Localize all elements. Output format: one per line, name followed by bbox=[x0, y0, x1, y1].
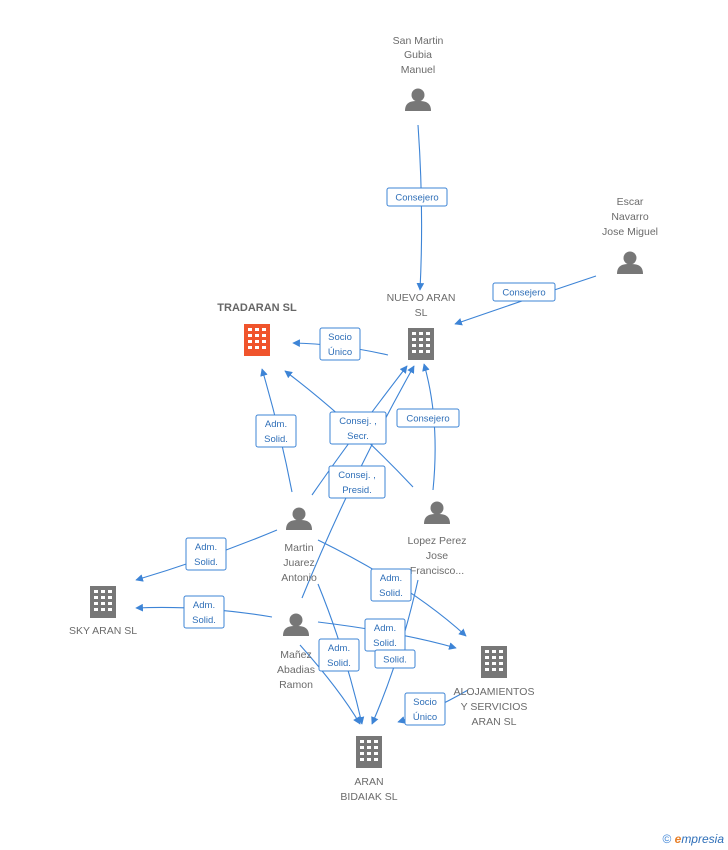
person-icon bbox=[424, 501, 450, 524]
relation-text: Adm. bbox=[374, 623, 396, 634]
brand-name: mpresia bbox=[681, 832, 724, 846]
node-label-line: Francisco... bbox=[410, 565, 464, 577]
node-label-line: Jose bbox=[426, 550, 448, 562]
relation-text: Presid. bbox=[342, 485, 372, 496]
relation-label[interactable]: Adm. Solid. bbox=[255, 414, 297, 448]
relation-text: Secr. bbox=[347, 431, 369, 442]
relation-text: Solid. bbox=[373, 638, 397, 649]
relation-label[interactable]: Consejero bbox=[386, 187, 448, 207]
node-label-line: Navarro bbox=[611, 211, 649, 223]
relation-label[interactable]: Adm. Solid. bbox=[183, 595, 225, 629]
node-label-line: Abadias bbox=[277, 664, 315, 676]
relation-label[interactable]: Adm. Solid. bbox=[364, 618, 406, 652]
brand-logo[interactable]: © empresia bbox=[662, 832, 724, 846]
relation-text: Solid. bbox=[383, 655, 407, 666]
relation-text: Adm. bbox=[265, 419, 287, 430]
relation-text: Adm. bbox=[193, 600, 215, 611]
relation-label[interactable]: Socio Único bbox=[404, 692, 446, 726]
relation-text: Consej. , bbox=[339, 416, 377, 427]
relation-label[interactable]: Consej. , Presid. bbox=[328, 465, 386, 499]
node-label-line: Gubia bbox=[404, 49, 432, 61]
node-manez[interactable]: Mañez Abadias Ramon bbox=[277, 613, 315, 692]
node-label-line: Jose Miguel bbox=[602, 226, 658, 238]
building-icon bbox=[481, 646, 507, 678]
node-label-line: Juarez bbox=[283, 557, 315, 569]
brand-initial: e bbox=[674, 832, 682, 846]
building-icon bbox=[90, 586, 116, 618]
relation-label[interactable]: Solid. bbox=[374, 649, 416, 669]
node-label-line: BIDAIAK SL bbox=[340, 791, 397, 803]
relation-text: Único bbox=[328, 347, 352, 358]
node-escar[interactable]: Escar Navarro Jose Miguel bbox=[602, 196, 658, 274]
node-label-line: SKY ARAN SL bbox=[69, 625, 137, 637]
node-tradaran[interactable]: TRADARAN SL bbox=[217, 302, 297, 356]
relation-text: Solid. bbox=[379, 588, 403, 599]
node-label-line: Lopez Perez bbox=[408, 535, 467, 547]
person-icon bbox=[617, 251, 643, 274]
node-label-line: Escar bbox=[617, 196, 644, 208]
building-icon bbox=[408, 328, 434, 360]
relation-label[interactable]: Consej. , Secr. bbox=[329, 411, 387, 445]
copyright-icon: © bbox=[662, 832, 672, 846]
building-icon bbox=[244, 324, 270, 356]
relation-text: Consejero bbox=[502, 288, 545, 299]
relation-text: Solid. bbox=[192, 615, 216, 626]
node-nuevo-aran[interactable]: NUEVO ARAN SL bbox=[387, 292, 456, 360]
node-label-line: SL bbox=[415, 307, 428, 319]
relation-label[interactable]: Consejero bbox=[396, 408, 460, 428]
relation-text: Socio bbox=[413, 697, 437, 708]
node-san-martin[interactable]: San Martin Gubia Manuel bbox=[393, 35, 444, 111]
building-icon bbox=[356, 736, 382, 768]
node-lopez-perez[interactable]: Lopez Perez Jose Francisco... bbox=[408, 501, 467, 578]
node-label-line: Manuel bbox=[401, 64, 435, 76]
relation-text: Adm. bbox=[380, 573, 402, 584]
relation-label[interactable]: Adm. Solid. bbox=[318, 638, 360, 672]
node-label-line: Ramon bbox=[279, 679, 313, 691]
node-label-line: TRADARAN SL bbox=[217, 302, 297, 314]
node-label-line: Martin bbox=[284, 542, 313, 554]
node-alojamientos[interactable]: ALOJAMIENTOS Y SERVICIOS ARAN SL bbox=[454, 646, 535, 728]
node-label-line: Antonio bbox=[281, 572, 317, 584]
person-icon bbox=[283, 613, 309, 636]
node-label-line: San Martin bbox=[393, 35, 444, 47]
node-label-line: NUEVO ARAN bbox=[387, 292, 456, 304]
relation-text: Consej. , bbox=[338, 470, 376, 481]
node-label-line: ARAN SL bbox=[472, 716, 517, 728]
relation-text: Socio bbox=[328, 332, 352, 343]
node-label-line: Y SERVICIOS bbox=[461, 701, 528, 713]
relation-text: Solid. bbox=[327, 658, 351, 669]
person-icon bbox=[286, 507, 312, 530]
relation-text: Consejero bbox=[406, 414, 449, 425]
edge-sanmartin-nuevoaran bbox=[416, 124, 425, 291]
relation-label[interactable]: Adm. Solid. bbox=[370, 568, 412, 602]
node-label-line: ALOJAMIENTOS bbox=[454, 686, 535, 698]
node-aran-bidaiak[interactable]: ARAN BIDAIAK SL bbox=[340, 736, 398, 803]
relation-text: Solid. bbox=[264, 434, 288, 445]
node-martin-juarez[interactable]: Martin Juarez Antonio bbox=[281, 507, 317, 585]
node-sky-aran[interactable]: SKY ARAN SL bbox=[69, 586, 137, 637]
relation-text: Adm. bbox=[328, 643, 350, 654]
relation-text: Solid. bbox=[194, 557, 218, 568]
relation-text: Único bbox=[413, 712, 437, 723]
relation-label[interactable]: Consejero bbox=[492, 282, 556, 302]
relation-text: Consejero bbox=[395, 193, 438, 204]
node-label-line: Mañez bbox=[280, 649, 312, 661]
relation-label[interactable]: Socio Único bbox=[319, 327, 361, 361]
relation-text: Adm. bbox=[195, 542, 217, 553]
relation-label[interactable]: Adm. Solid. bbox=[185, 537, 227, 571]
person-icon bbox=[405, 88, 431, 111]
node-label-line: ARAN bbox=[354, 776, 383, 788]
edge-manez-aranbidaiak bbox=[299, 644, 361, 725]
